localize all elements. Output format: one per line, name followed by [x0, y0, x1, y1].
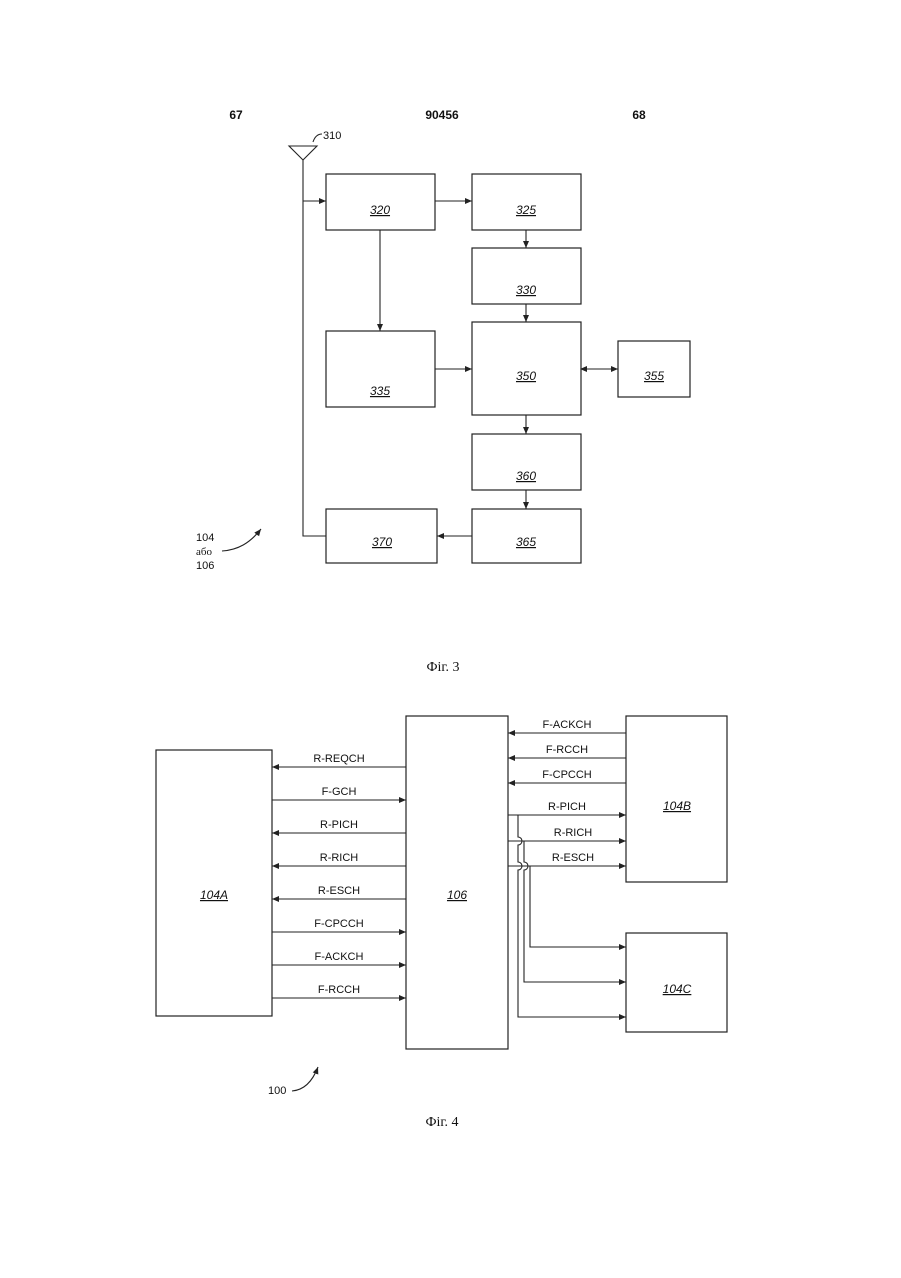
channel-label-right-f-ackch: F-ACKCH	[543, 719, 592, 731]
block-360-label: 360	[516, 469, 536, 483]
header-left-page-number: 67	[229, 108, 243, 122]
fig3-diagram: 310 320 325 330 335 350 355 360 365 370	[196, 130, 690, 675]
block-370-label: 370	[372, 535, 392, 549]
block-104a-label: 104A	[200, 888, 228, 902]
channel-label-left-r-reqch: R-REQCH	[313, 753, 364, 765]
antenna-icon	[289, 146, 317, 160]
antenna-ref-label: 310	[323, 130, 341, 142]
channel-label-left-r-esch: R-ESCH	[318, 885, 360, 897]
block-365-label: 365	[516, 535, 536, 549]
fig4-caption: Фіг. 4	[425, 1115, 458, 1130]
branch-line-r-esch-to-104c	[530, 866, 626, 947]
header-patent-number: 90456	[425, 108, 459, 122]
line-370-to-antenna	[303, 201, 326, 536]
channel-label-left-f-rcch: F-RCCH	[318, 984, 360, 996]
fig4-diagram: 104A 106 104B 104C R-REQCH F-GCH R-PICH …	[156, 716, 727, 1130]
block-104c-label: 104C	[663, 982, 692, 996]
channel-label-right-r-rich: R-RICH	[554, 827, 593, 839]
antenna-ref-leader	[313, 134, 322, 142]
channel-label-left-f-gch: F-GCH	[322, 786, 357, 798]
channel-label-left-f-cpcch: F-CPCCH	[314, 918, 364, 930]
block-350-label: 350	[516, 369, 536, 383]
block-330-label: 330	[516, 283, 536, 297]
branch-line-r-pich-to-104c	[518, 815, 626, 1017]
channel-label-left-f-ackch: F-ACKCH	[315, 951, 364, 963]
device-ref-curved-arrow	[222, 529, 261, 551]
block-325	[472, 174, 581, 230]
system-ref-curved-arrow	[292, 1067, 318, 1091]
header-right-page-number: 68	[632, 108, 646, 122]
channel-label-right-f-rcch: F-RCCH	[546, 744, 588, 756]
fig3-caption: Фіг. 3	[426, 660, 459, 675]
channel-label-right-r-pich: R-PICH	[548, 801, 586, 813]
block-104a	[156, 750, 272, 1016]
block-355-label: 355	[644, 369, 664, 383]
channel-label-right-r-esch: R-ESCH	[552, 852, 594, 864]
channel-label-left-r-rich: R-RICH	[320, 852, 359, 864]
block-320-label: 320	[370, 203, 390, 217]
block-104b-label: 104B	[663, 799, 691, 813]
channel-label-right-f-cpcch: F-CPCCH	[542, 769, 592, 781]
block-106-label: 106	[447, 888, 467, 902]
block-325-label: 325	[516, 203, 536, 217]
channel-label-left-r-pich: R-PICH	[320, 819, 358, 831]
device-ref-line3: 106	[196, 560, 214, 572]
device-ref-line2: або	[196, 546, 212, 558]
block-320	[326, 174, 435, 230]
block-106	[406, 716, 508, 1049]
block-335-label: 335	[370, 384, 390, 398]
system-ref-label: 100	[268, 1085, 286, 1097]
device-ref-line1: 104	[196, 532, 214, 544]
